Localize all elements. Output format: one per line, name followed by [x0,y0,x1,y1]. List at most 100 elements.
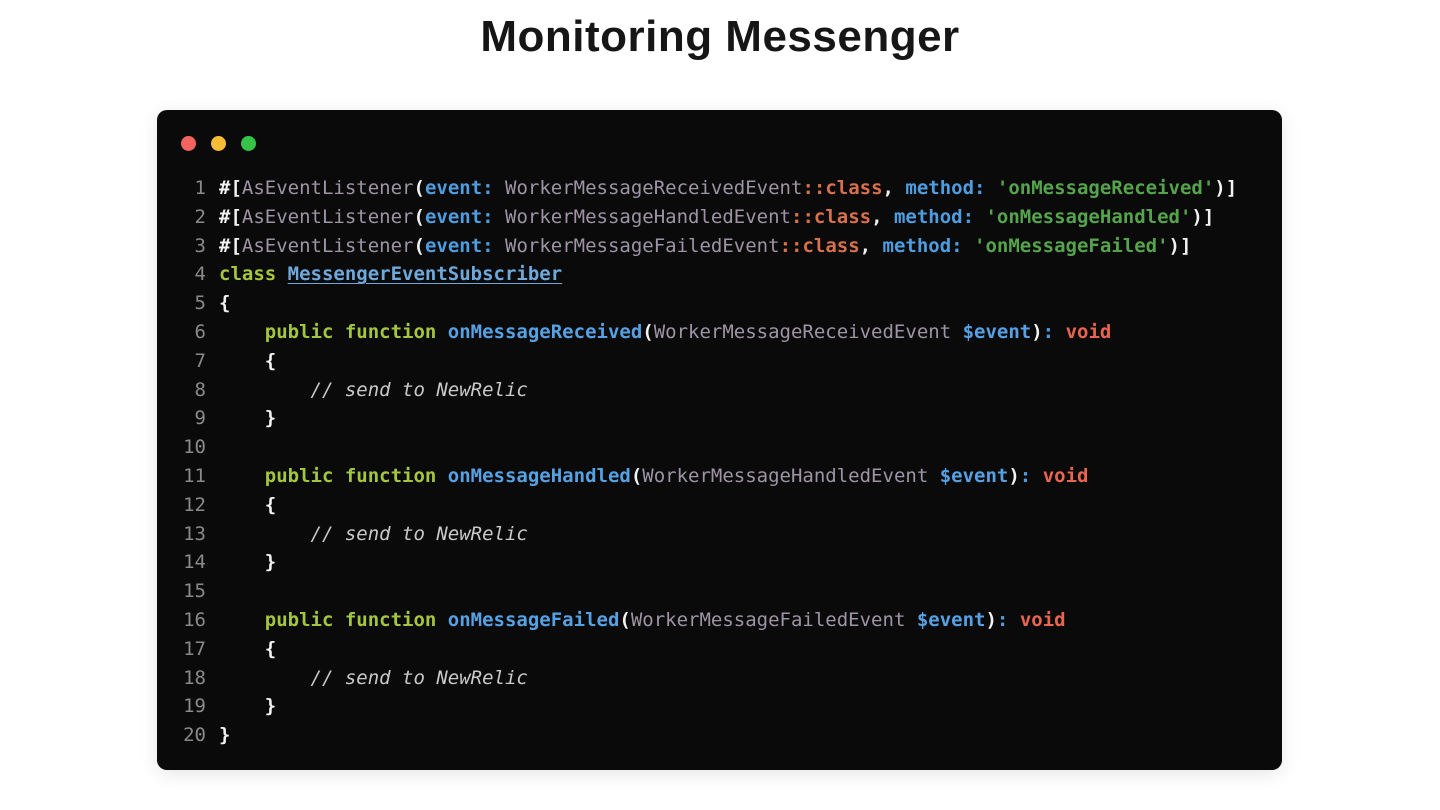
line-number: 18 [183,666,206,689]
code-token: #[ [219,234,242,257]
code-token [219,695,265,717]
code-line: 15 [181,577,1282,606]
code-token: void [1065,320,1112,343]
code-line-content: public function onMessageHandled(WorkerM… [219,462,1089,491]
code-token: ::class [802,177,883,199]
code-token: ( [642,320,654,343]
code-line-content: class MessengerEventSubscriber [219,260,562,289]
code-token: void [1019,608,1066,631]
line-number: 15 [183,580,206,603]
maximize-window-button[interactable] [241,136,256,151]
code-token: // send to NewRelic [310,666,528,689]
code-token: ( [630,464,643,487]
code-line-content: { [219,347,276,376]
code-line-content: public function onMessageFailed(WorkerMe… [219,606,1066,635]
code-token: WorkerMessageReceivedEvent [505,177,803,199]
code-token: , [871,205,894,228]
code-line-content: } [219,721,230,750]
line-number: 16 [183,608,206,631]
code-token: onMessageReceived [447,320,643,343]
code-line-content: #[AsEventListener(event: WorkerMessageFa… [219,232,1191,261]
code-line: 17 { [181,635,1282,664]
code-token [219,551,265,573]
code-line: 7 { [181,347,1282,376]
code-token [219,638,265,660]
code-token: AsEventListener [241,234,414,257]
code-line-content: } [219,548,276,577]
line-number: 6 [194,320,206,343]
code-token: WorkerMessageReceivedEvent [653,320,963,343]
line-number: 20 [183,724,206,747]
code-token: ::class [791,205,872,228]
code-token: { [264,493,277,516]
line-number: 14 [183,551,206,574]
minimize-window-button[interactable] [211,136,226,151]
line-number: 1 [194,177,206,199]
code-token: { [219,292,231,315]
code-line: 8 // send to NewRelic [181,376,1282,405]
code-token: } [264,407,277,430]
code-line-content: // send to NewRelic [219,520,528,549]
code-token: WorkerMessageHandledEvent [505,205,791,228]
code-token: $event [939,464,1009,487]
code-token: AsEventListener [241,177,414,199]
code-token: )] [1168,234,1192,257]
code-token: ( [413,234,425,257]
code-line: 11 public function onMessageHandled(Work… [181,462,1282,491]
code-token: } [264,551,277,574]
code-line-content: { [219,491,276,520]
line-number: 10 [183,436,206,459]
code-line: 16 public function onMessageFailed(Worke… [181,606,1282,635]
code-token: : [996,608,1020,631]
code-token: 'onMessageReceived' [996,177,1215,199]
page-title: Monitoring Messenger [480,12,960,61]
code-line-content: #[AsEventListener(event: WorkerMessageRe… [219,174,1237,203]
code-token: )] [1214,177,1238,199]
code-token [219,609,265,631]
code-token: onMessageHandled [447,464,631,487]
line-number: 11 [183,464,206,487]
code-line-content: } [219,404,276,433]
code-line-content: { [219,635,276,664]
code-line-content: #[AsEventListener(event: WorkerMessageHa… [219,203,1214,232]
code-token: ) [985,608,997,631]
line-number: 17 [183,637,206,660]
code-token: // send to NewRelic [310,522,528,545]
code-token: ( [413,205,425,228]
code-line-content: // send to NewRelic [219,664,528,693]
code-token: WorkerMessageHandledEvent [642,464,940,487]
code-token: { [264,349,277,372]
code-token: MessengerEventSubscriber [287,263,563,286]
code-line: 14 } [181,548,1282,577]
window-titlebar [157,110,1282,151]
code-token [219,494,265,516]
code-token: WorkerMessageFailedEvent [505,234,780,257]
code-line: 2#[AsEventListener(event: WorkerMessageH… [181,203,1282,232]
code-token [219,379,311,401]
close-window-button[interactable] [181,136,196,151]
code-token: public function [264,320,448,343]
code-token: ) [1031,320,1043,343]
code-token: 'onMessageFailed' [974,234,1169,257]
code-token: } [219,724,231,747]
code-token: : [1042,320,1066,343]
code-line: 9 } [181,404,1282,433]
line-number: 8 [194,378,206,401]
code-token: $event [962,320,1032,343]
code-line: 12 { [181,491,1282,520]
code-token: 'onMessageHandled' [985,205,1192,228]
code-token: event: [424,177,506,199]
code-token: { [264,637,277,660]
code-token: , [882,177,906,199]
code-line: 20} [181,721,1282,750]
code-token [219,667,311,689]
code-lines: 1#[AsEventListener(event: WorkerMessageR… [157,174,1282,750]
code-token: ::class [779,234,860,257]
code-token [219,321,265,343]
code-line: 5{ [181,289,1282,318]
code-token: ( [619,608,631,631]
code-token: // send to NewRelic [310,378,528,401]
code-line: 10 [181,433,1282,462]
code-line: 3#[AsEventListener(event: WorkerMessageF… [181,232,1282,261]
